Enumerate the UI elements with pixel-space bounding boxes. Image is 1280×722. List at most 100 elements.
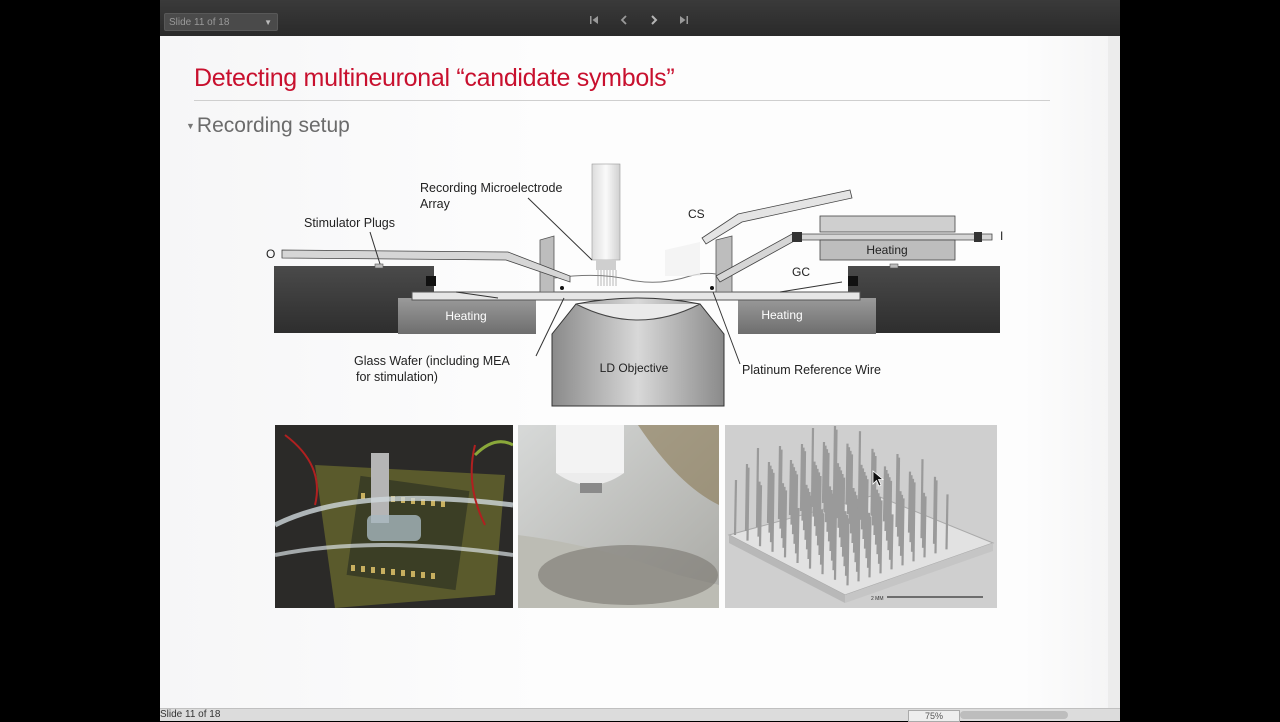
electrode-spike	[837, 466, 841, 528]
status-bar: Slide 11 of 18 75%	[160, 708, 1120, 722]
electrode-spike	[744, 463, 749, 532]
electrode-spike	[827, 486, 832, 542]
electrode-spike	[860, 468, 865, 530]
electrode-spike	[832, 425, 837, 500]
electrode-spike	[896, 457, 901, 537]
electrode-spike	[793, 470, 797, 544]
electrode-spike	[887, 477, 891, 551]
electrode-spike	[849, 454, 854, 534]
svg-text:Heating: Heating	[761, 308, 802, 322]
electrode-spike	[873, 455, 877, 536]
electrode-spike	[923, 496, 927, 558]
electrode-spike	[934, 480, 938, 554]
left-heating-block	[398, 298, 536, 334]
svg-text:Heating: Heating	[866, 243, 907, 257]
electrode-spike	[846, 447, 851, 515]
bullet-text: Recording setup	[196, 114, 350, 137]
electrode-spike	[829, 489, 833, 552]
electrode-spike	[855, 498, 860, 572]
vertical-scrollbar[interactable]	[1108, 36, 1120, 708]
electrode-spike	[852, 491, 857, 553]
svg-text:LD Objective: LD Objective	[600, 361, 669, 375]
electrode-spike	[838, 470, 843, 538]
microelectrode-array-photo: 2 MM	[725, 425, 997, 608]
electrode-spike	[769, 469, 774, 543]
horizontal-scrollbar[interactable]	[960, 711, 1068, 719]
electrode-spike	[868, 516, 872, 578]
electrode-spike	[733, 479, 738, 536]
electrode-spike	[791, 467, 796, 535]
electrode-spike	[877, 496, 882, 564]
electrode-spike	[818, 475, 822, 556]
zoom-value: 75%	[924, 711, 943, 721]
first-slide-button[interactable]	[586, 14, 602, 30]
electrode-spike	[824, 449, 829, 523]
chevron-right-icon	[651, 15, 658, 25]
chamber-photo	[275, 425, 513, 608]
electrode-spike	[840, 473, 844, 548]
electrode-spike	[845, 443, 849, 505]
svg-text:Glass Wafer (including MEA: Glass Wafer (including MEA	[354, 354, 510, 368]
electrode-spike	[821, 441, 826, 504]
last-slide-button[interactable]	[676, 14, 692, 30]
svg-text:GC: GC	[792, 265, 810, 279]
electrode-spike	[783, 490, 788, 558]
recording-setup-diagram: Heating Heating O I CS	[266, 163, 1003, 407]
electrode-spike	[879, 500, 883, 574]
zoom-control[interactable]: 75%	[908, 710, 960, 722]
electrode-spike	[794, 474, 799, 554]
electrode-spike	[812, 461, 816, 517]
electrode-spike	[876, 493, 880, 555]
electrode-spike	[895, 453, 899, 528]
skip-last-icon	[680, 16, 688, 24]
electrode-spike	[780, 483, 785, 539]
electrode-spike	[777, 445, 782, 520]
electrode-spike	[833, 500, 838, 580]
electrode-spike	[871, 452, 876, 526]
svg-text:Recording Microelectrode: Recording Microelectrode	[420, 181, 562, 195]
svg-text:2 MM: 2 MM	[871, 596, 884, 602]
electrode-spike	[782, 486, 786, 548]
electrode-spike	[755, 447, 760, 528]
electrode-spike	[859, 464, 863, 520]
electrode-spike	[819, 509, 824, 565]
skip-first-icon	[590, 16, 598, 24]
electrode-spike	[779, 449, 783, 529]
toolbar: Slide 11 of 18 ▼	[160, 0, 1120, 37]
chevron-left-icon	[620, 15, 627, 25]
slide-title: Detecting multineuronal “candidate symbo…	[194, 64, 675, 92]
electrode-spike	[816, 472, 821, 546]
slide-canvas: Detecting multineuronal “candidate symbo…	[160, 36, 1120, 708]
svg-text:I: I	[1000, 229, 1003, 243]
slide-select-label: Slide 11 of 18	[169, 17, 230, 28]
electrode-spike	[826, 452, 830, 532]
electrode-spike	[834, 429, 838, 509]
electrode-closeup-photo	[518, 425, 719, 608]
slide-select-dropdown[interactable]: Slide 11 of 18 ▼	[164, 13, 278, 31]
electrode-spike	[865, 479, 869, 559]
microelectrode-array	[591, 163, 621, 261]
electrode-spike	[862, 471, 866, 540]
electrode-spike	[802, 451, 807, 531]
electrode-spike	[766, 461, 771, 524]
electrode-spike	[841, 477, 846, 557]
svg-text:Platinum Reference Wire: Platinum Reference Wire	[742, 363, 881, 377]
next-slide-button[interactable]	[646, 14, 662, 30]
electrode-spike	[815, 468, 819, 536]
electrode-spike	[830, 493, 835, 561]
electrode-spike	[945, 494, 949, 550]
electrode-spike	[799, 443, 804, 512]
electrode-spike	[835, 463, 840, 519]
previous-slide-button[interactable]	[616, 14, 632, 30]
electrode-spike	[857, 502, 861, 582]
electrode-spike	[843, 511, 847, 567]
electrode-spike	[832, 497, 836, 571]
electrode-spike	[899, 494, 904, 556]
svg-text:Stimulator Plugs: Stimulator Plugs	[304, 216, 395, 230]
electrode-spike	[808, 495, 813, 569]
electrode-spike	[921, 492, 926, 548]
electrode-spike	[851, 487, 855, 544]
bullet-triangle-icon: ▼	[186, 121, 195, 131]
electrode-spike	[890, 514, 894, 570]
electrode-spike	[884, 469, 888, 532]
